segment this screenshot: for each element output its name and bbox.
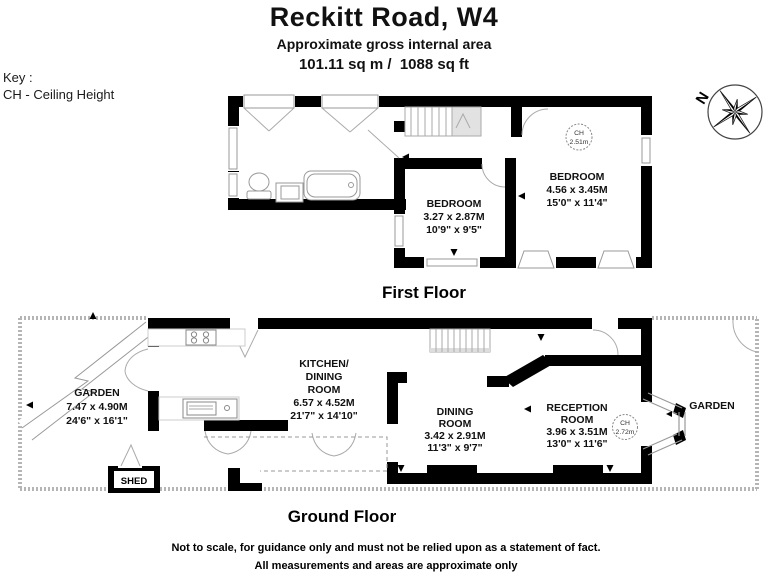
ground-floor-door-arcs — [120, 319, 758, 467]
page-title: Reckitt Road, W4 — [269, 2, 499, 32]
room-name: BEDROOM — [427, 198, 482, 210]
ground-floor-title: Ground Floor — [288, 507, 397, 526]
bay-window-glazing — [642, 392, 686, 456]
patio-outline — [204, 436, 388, 472]
sink-drainer-lines — [189, 405, 213, 410]
gross-area-value: 101.11 sq m / 1088 sq ft — [298, 56, 470, 73]
room-dims-ft: 21'7" x 14'10" — [290, 410, 358, 422]
disclaimer-line2: All measurements and areas are approxima… — [255, 560, 519, 572]
toilet-cistern — [246, 190, 272, 200]
legend-key: Key : CH - Ceiling Height — [3, 69, 114, 103]
bathtub-drain — [348, 182, 354, 188]
ceiling-height-badge-first-floor: CH 2.51m — [565, 123, 593, 151]
room-dims-ft: 13'0" x 11'6" — [546, 438, 607, 450]
reception-room-label: RECEPTION ROOM 3.96 x 3.51M 13'0" x 11'6… — [546, 402, 608, 450]
ch-value: 2.51m — [570, 139, 589, 146]
ch-value: 2.72m — [616, 429, 635, 436]
first-floor-plan: CH 2.51m BEDROOM 3.27 x 2.87M 10'9" x 9'… — [226, 94, 654, 302]
staircase-first-floor — [404, 106, 482, 137]
sink-tap — [224, 405, 230, 411]
ch-label: CH — [620, 420, 630, 427]
compass-rose: N — [693, 84, 763, 140]
room-name-line3: ROOM — [308, 384, 341, 396]
garden-left-label: GARDEN 7.47 x 4.90M 24'6" x 16'1" — [66, 387, 128, 427]
ch-circle — [612, 414, 638, 440]
room-dims-m: 4.56 x 3.45M — [546, 184, 608, 196]
ch-circle — [565, 123, 593, 151]
stair-treads — [435, 329, 485, 352]
ground-floor-plan: CH 2.72m GARDEN 7.47 x 4.90M 24'6" x 16'… — [18, 312, 759, 526]
room-dims-ft: 15'0" x 11'4" — [546, 197, 607, 209]
stove — [185, 329, 217, 346]
disclaimer-line1: Not to scale, for guidance only and must… — [171, 542, 600, 554]
bathtub-inner — [306, 173, 358, 198]
sink-bowl — [280, 185, 300, 200]
room-dims-m: 6.57 x 4.52M — [293, 397, 355, 409]
room-dims-ft: 24'6" x 16'1" — [66, 415, 128, 427]
kitchen-fixtures — [147, 328, 246, 421]
first-floor-door-arcs — [243, 107, 549, 188]
room-name-line2: DINING — [306, 371, 343, 383]
garden-boundary — [18, 316, 759, 491]
room-name-line2: ROOM — [561, 414, 594, 426]
page-subtitle: Approximate gross internal area — [276, 36, 492, 52]
room-name-line2: ROOM — [439, 418, 472, 430]
room-dims-m: 3.27 x 2.87M — [423, 211, 485, 223]
dining-room-label: DINING ROOM 3.42 x 2.91M 11'3" x 9'7" — [424, 406, 486, 454]
garden-right-label: GARDEN — [689, 400, 735, 412]
compass-star-fill — [713, 90, 757, 134]
room-dims-m: 7.47 x 4.90M — [66, 401, 128, 413]
bedroom-large-label: BEDROOM 4.56 x 3.45M 15'0" x 11'4" — [546, 171, 608, 209]
room-dims-m: 3.96 x 3.51M — [546, 426, 608, 438]
room-name: BEDROOM — [550, 171, 605, 183]
room-name: GARDEN — [74, 387, 120, 399]
first-floor-title: First Floor — [382, 283, 466, 302]
kitchen-dining-label: KITCHEN/ DINING ROOM 6.57 x 4.52M 21'7" … — [290, 358, 358, 422]
room-name-line1: RECEPTION — [546, 402, 607, 414]
garden-break-lines — [21, 321, 153, 441]
stove-burners — [190, 331, 210, 344]
room-dims-ft: 10'9" x 9'5" — [426, 224, 482, 236]
stair-treads — [410, 107, 471, 136]
compass-star — [713, 90, 757, 134]
garden-break-band — [18, 321, 152, 437]
key-title: Key : — [3, 70, 33, 85]
bathroom-fixtures — [246, 170, 361, 203]
room-dims-m: 3.42 x 2.91M — [424, 430, 486, 442]
ch-label: CH — [574, 130, 584, 137]
shed-cutouts — [114, 463, 154, 488]
key-ceiling-height: CH - Ceiling Height — [3, 87, 115, 102]
shed-label: SHED — [121, 476, 148, 487]
toilet-bowl — [248, 172, 270, 192]
room-dims-ft: 11'3" x 9'7" — [427, 442, 482, 454]
ground-floor-walls — [108, 318, 686, 493]
ceiling-height-badge-ground-floor: CH 2.72m — [612, 414, 638, 440]
disclaimer: Not to scale, for guidance only and must… — [171, 542, 600, 572]
room-name-line1: KITCHEN/ — [299, 358, 349, 370]
bedroom-small-label: BEDROOM 3.27 x 2.87M 10'9" x 9'5" — [423, 198, 485, 236]
staircase-ground-floor — [429, 328, 491, 353]
room-name-line1: DINING — [437, 406, 474, 418]
